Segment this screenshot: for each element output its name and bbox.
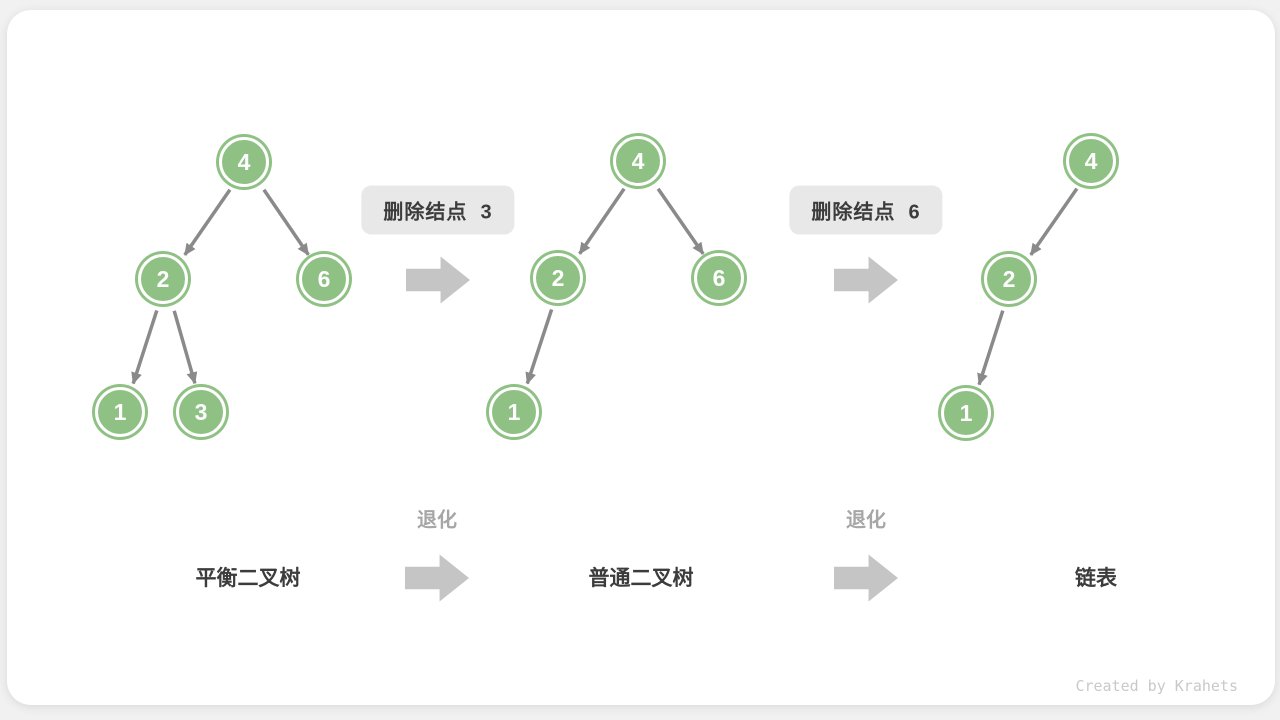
badge-delete-node-6: 删除结点 6 xyxy=(789,185,943,235)
tree-node: 4 xyxy=(1066,136,1116,186)
tree-node: 1 xyxy=(95,387,145,437)
tree-node: 2 xyxy=(138,254,188,304)
tree-node: 6 xyxy=(694,253,744,303)
tree-node: 2 xyxy=(533,253,583,303)
degrade-label: 退化 xyxy=(417,509,457,532)
tree-node: 1 xyxy=(941,388,991,438)
tree-node: 4 xyxy=(613,136,663,186)
tree-node: 2 xyxy=(984,254,1034,304)
caption-linked-list: 链表 xyxy=(1075,567,1117,590)
watermark: Created by Krahets xyxy=(1075,677,1238,695)
card-background xyxy=(7,10,1275,705)
tree-node: 1 xyxy=(489,387,539,437)
badge-delete-node-3: 删除结点 3 xyxy=(361,185,515,235)
degrade-label: 退化 xyxy=(846,509,886,532)
tree-node: 4 xyxy=(219,137,269,187)
caption-balanced-binary-tree: 平衡二叉树 xyxy=(195,567,301,590)
tree-node: 3 xyxy=(176,387,226,437)
tree-node: 6 xyxy=(299,254,349,304)
caption-ordinary-binary-tree: 普通二叉树 xyxy=(588,567,694,590)
